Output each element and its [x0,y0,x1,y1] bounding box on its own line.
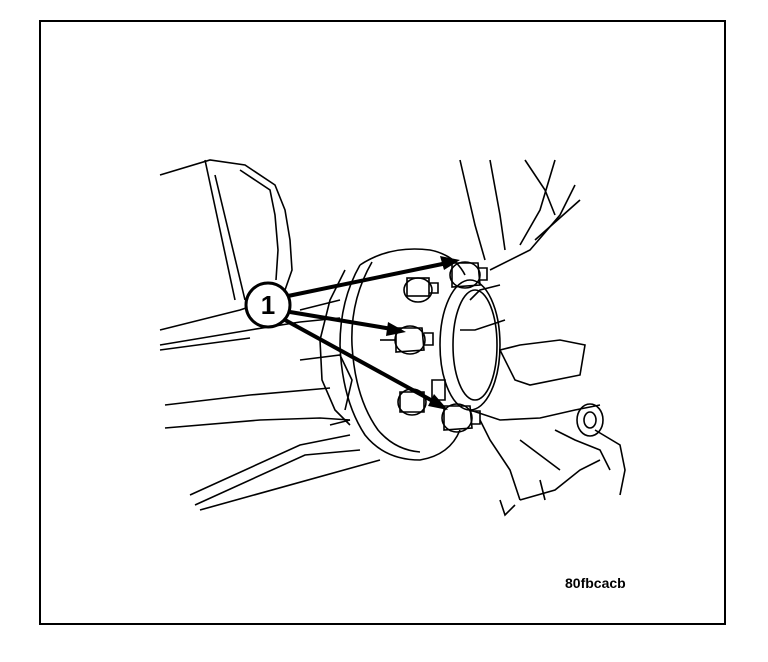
bolt-middle [380,325,434,355]
upper-strut [459,159,581,271]
figure-frame [39,20,726,625]
body-structure [159,159,381,511]
callout-leaders [284,260,453,407]
arrow-icon [289,310,399,332]
callout-circle-icon: 1 [244,281,292,329]
arrow-icon [284,318,441,407]
transmission-housing [439,279,626,517]
bolt-upper-left [403,277,439,303]
figure-code: 80fbcacb [565,575,626,591]
bolt-lower-right [431,379,481,433]
bolt-upper-right [449,261,488,289]
callout-number: 1 [261,290,275,320]
arrow-icon [287,260,453,298]
arrowheads [386,256,460,410]
